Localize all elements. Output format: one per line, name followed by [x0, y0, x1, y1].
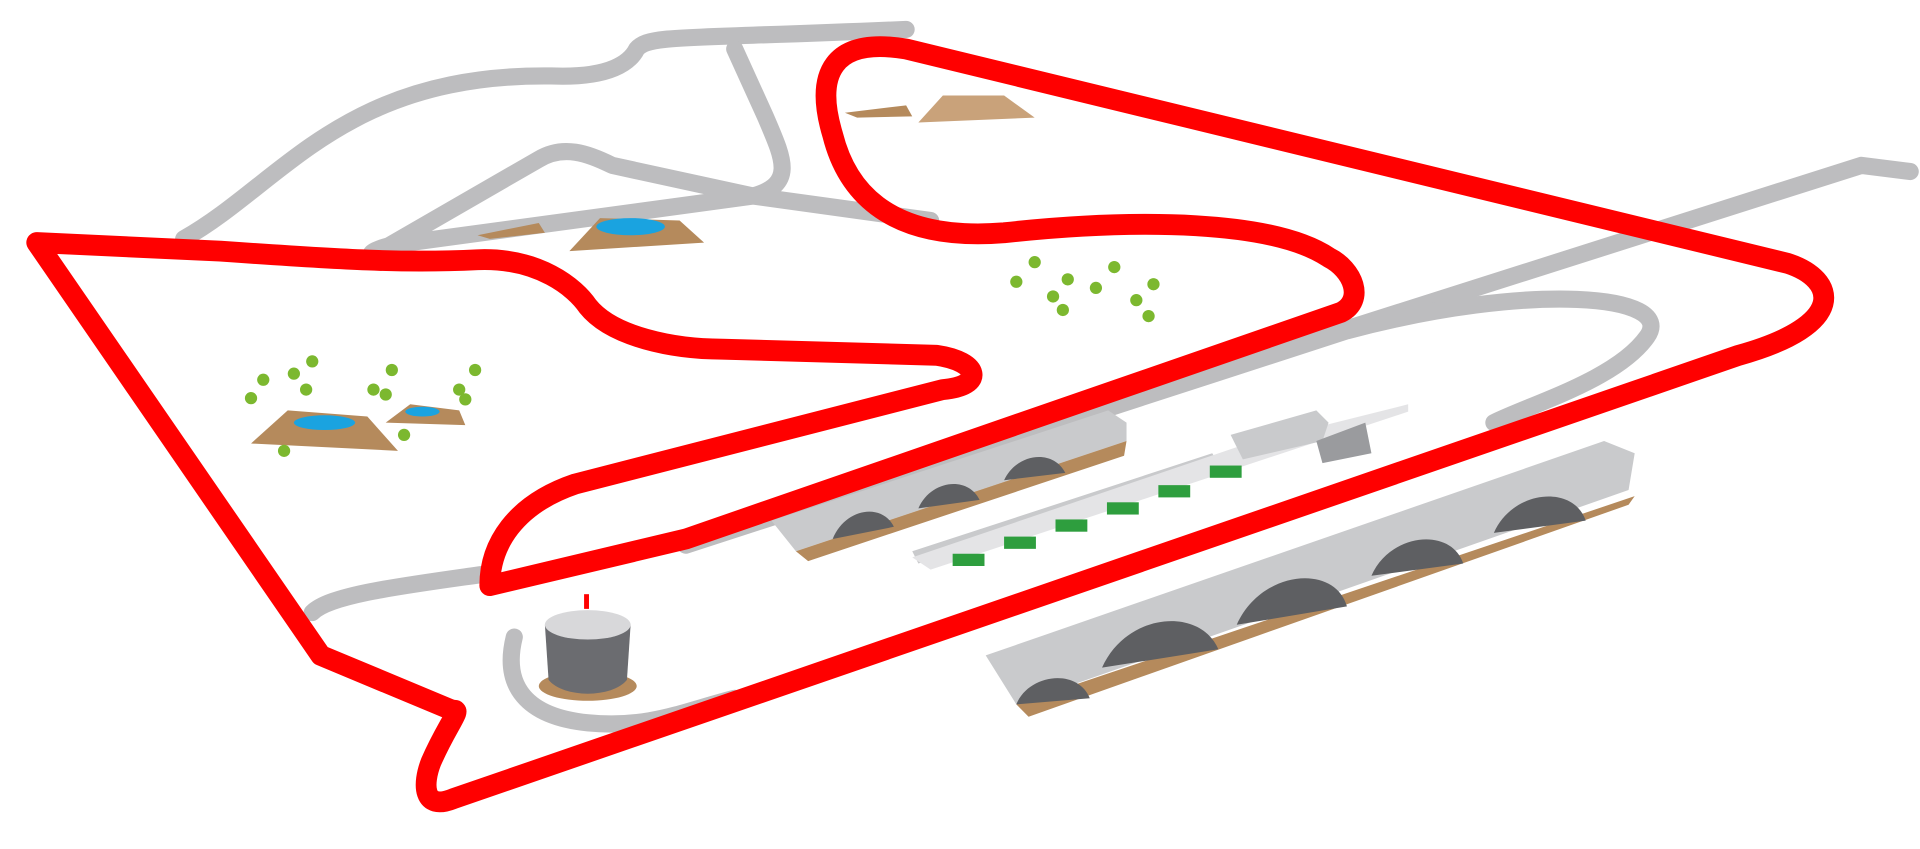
oasis-icon — [251, 95, 1035, 451]
race-track — [26, 36, 1835, 813]
lawns — [952, 465, 1242, 566]
grandstands — [771, 404, 1635, 717]
grandstand-icon — [985, 441, 1635, 717]
control-tower-icon — [538, 594, 637, 701]
grandstand-icon — [771, 410, 1127, 562]
outer-road — [175, 20, 915, 248]
palm-trees — [244, 256, 1160, 457]
